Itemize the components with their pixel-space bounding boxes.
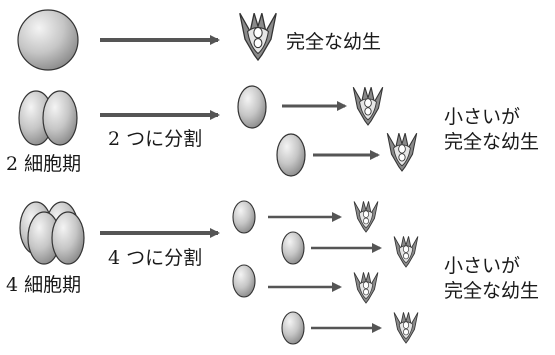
split-label-4: 4 つに分割 bbox=[108, 247, 203, 269]
blastomere bbox=[281, 311, 305, 345]
larva-icon bbox=[386, 132, 418, 172]
blastomere bbox=[232, 200, 256, 234]
larva-icon bbox=[353, 271, 379, 304]
split-label-2: 2 つに分割 bbox=[108, 128, 203, 150]
larva-icon bbox=[239, 12, 277, 61]
result-line-1: 小さいが bbox=[444, 255, 521, 277]
egg-cell bbox=[17, 9, 79, 71]
result-label-row2: 小さいが 完全な幼生 bbox=[444, 105, 539, 155]
result-label-row3: 小さいが 完全な幼生 bbox=[444, 254, 539, 304]
blastomere bbox=[237, 85, 267, 129]
stage-label-2cell: 2 細胞期 bbox=[6, 153, 82, 175]
blastomere bbox=[281, 231, 305, 265]
result-line-1: 小さいが bbox=[444, 106, 521, 128]
stage-label-4cell: 4 細胞期 bbox=[6, 274, 82, 296]
two-cell-embryo bbox=[18, 90, 78, 146]
four-cell-embryo bbox=[19, 201, 85, 265]
blastomere bbox=[232, 264, 256, 298]
result-line-2: 完全な幼生 bbox=[444, 131, 540, 153]
row-1 bbox=[17, 9, 277, 71]
larva-icon bbox=[393, 235, 419, 268]
row-3 bbox=[19, 200, 419, 345]
larva-icon bbox=[353, 200, 379, 233]
row-2 bbox=[18, 85, 418, 177]
result-label-row1: 完全な幼生 bbox=[286, 31, 382, 53]
result-line-2: 完全な幼生 bbox=[444, 280, 540, 302]
larva-icon bbox=[352, 86, 384, 126]
larva-icon bbox=[393, 311, 419, 344]
blastomere bbox=[276, 133, 306, 177]
